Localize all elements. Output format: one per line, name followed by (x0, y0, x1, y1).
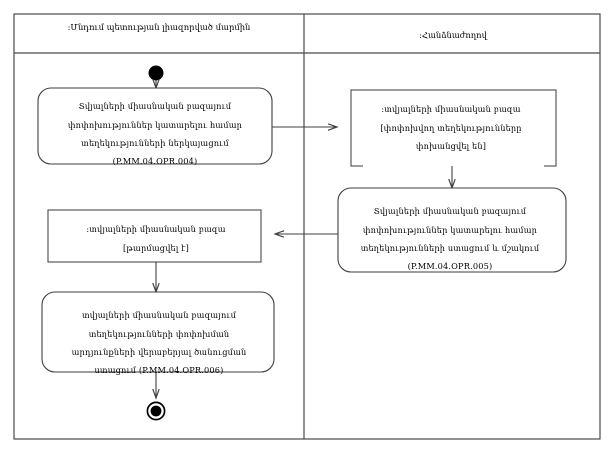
final-node (146, 401, 166, 421)
activity-006-line-1: տվյալների միասնական բազայում (81, 310, 237, 321)
object-updated-line-2: [թարմացվել է] (123, 242, 189, 253)
activity-node-006-label: տվյալների միասնական բազայում տեղեկությու… (38, 302, 280, 385)
activity-node-005-label: Տվյալների միասնական բազայում փոփոխությու… (330, 198, 570, 281)
swimlane-title-left-text: :Մնդում պետության լիազորված մարմին (67, 22, 251, 32)
activity-005-line-3: տեղեկությունների ստացում և մշակում (360, 242, 540, 253)
activity-node-006 (41, 291, 275, 373)
swimlane-title-right: :Հանձնաժողով (306, 30, 600, 40)
activity-004-line-2: փոփոխություններ կատարելու համար (67, 119, 243, 130)
activity-005-line-4: (P.MM.04.OPR.005) (407, 261, 493, 272)
activity-004-line-1: Տվյալների միասնական բազայում (78, 101, 232, 112)
object-node-data-transferred (350, 89, 557, 168)
activity-004-line-4: (P.MM.04.OPR.004) (112, 156, 198, 167)
activity-node-004-label: Տվյալների միասնական բազայում փոփոխությու… (44, 93, 266, 176)
object-node-data-updated (47, 209, 262, 263)
activity-004-line-3: տեղեկությունների ներկայացում (81, 137, 229, 148)
initial-node (148, 65, 164, 81)
object-node-data-updated-label: :տվյալների միասնական բազա [թարմացվել է] (48, 216, 264, 262)
activity-005-line-2: փոփոխություններ կատարելու համար (362, 224, 538, 235)
object-node-data-transferred-label: :տվյալների միասնական բազա [փոփոխվող տեղե… (344, 96, 558, 160)
activity-006-line-4: ստացում (P.MM.04.OPR.006) (94, 365, 224, 376)
activity-006-line-3: արդյունքների վերաբերյալ ծանուցման (71, 346, 247, 357)
swimlane-title-right-text: :Հանձնաժողով (419, 30, 487, 40)
object-transferred-line-2: [փոփոխվող տեղեկությունները (380, 122, 522, 133)
object-transferred-line-1: :տվյալների միասնական բազա (381, 104, 521, 115)
object-transferred-line-3: փոխանցվել են] (415, 140, 487, 151)
activity-node-004 (37, 87, 273, 165)
swimlane-title-left: :Մնդում պետության լիազորված մարմին (14, 22, 304, 32)
activity-006-line-2: տեղեկությունների փոփոխման (88, 328, 230, 339)
object-updated-line-1: :տվյալների միասնական բազա (86, 224, 226, 235)
activity-005-line-1: Տվյալների միասնական բազայում (373, 206, 527, 217)
activity-node-005 (337, 187, 567, 273)
